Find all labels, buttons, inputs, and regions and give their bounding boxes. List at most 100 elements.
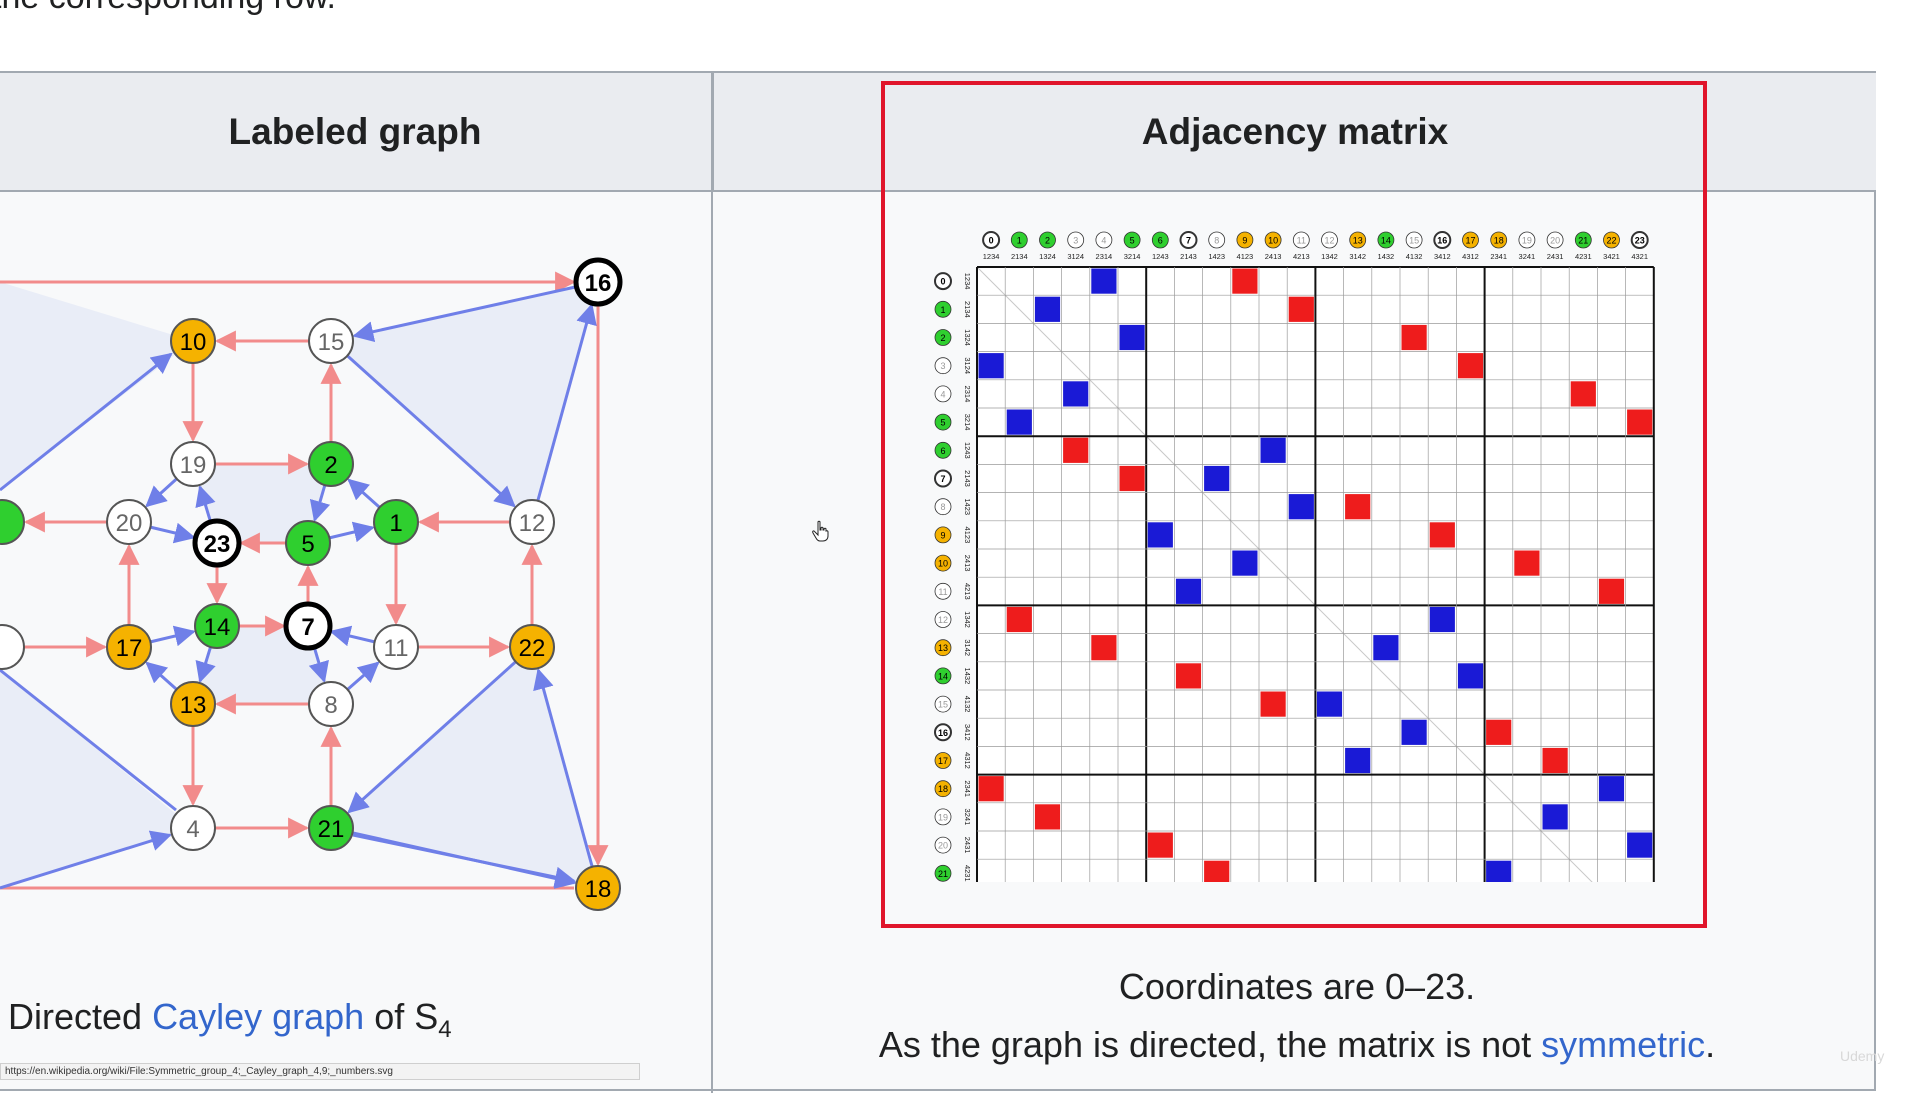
adjacency-matrix-image[interactable]: 0123412134213243312442314532146124372143… [920, 222, 1660, 882]
svg-text:4213: 4213 [1293, 252, 1310, 261]
svg-text:3142: 3142 [1349, 252, 1366, 261]
svg-text:4: 4 [1101, 236, 1106, 246]
svg-text:9: 9 [940, 530, 945, 540]
graph-edge [536, 303, 597, 502]
matrix-entry-red [1457, 353, 1484, 379]
svg-text:13: 13 [938, 643, 948, 653]
highlight-rectangle [881, 81, 1707, 928]
svg-text:19: 19 [1522, 236, 1532, 246]
watermark: Udemy [1840, 1048, 1885, 1064]
graph-edge [347, 660, 517, 814]
matrix-entry-blue [1091, 268, 1117, 294]
svg-text:14: 14 [938, 671, 948, 681]
hand-cursor-icon [812, 520, 829, 542]
graph-edge [145, 477, 178, 508]
matrix-entry-blue [1542, 804, 1568, 830]
symmetric-link[interactable]: symmetric [1541, 1024, 1706, 1065]
svg-text:3214: 3214 [1124, 252, 1141, 261]
graph-edge [150, 522, 196, 544]
matrix-entry-blue [1232, 550, 1258, 576]
svg-text:13: 13 [1353, 236, 1363, 246]
graph-node-23: 23 [192, 518, 242, 568]
svg-text:19: 19 [938, 812, 948, 822]
svg-text:3412: 3412 [1434, 252, 1451, 261]
svg-text:4312: 4312 [963, 752, 972, 769]
graph-edge [352, 833, 577, 888]
graph-edge [329, 625, 375, 647]
matrix-entry-blue [1401, 719, 1427, 745]
svg-text:11: 11 [938, 587, 947, 597]
svg-text:1243: 1243 [963, 442, 972, 459]
svg-text:2134: 2134 [963, 301, 972, 318]
svg-text:3241: 3241 [1519, 252, 1536, 261]
svg-text:4231: 4231 [963, 865, 972, 882]
matrix-entry-red [1006, 606, 1032, 633]
svg-text:2134: 2134 [1011, 252, 1028, 261]
column-divider [711, 73, 713, 1093]
svg-text:2341: 2341 [963, 780, 972, 797]
svg-text:1234: 1234 [963, 273, 972, 290]
svg-text:2431: 2431 [1547, 252, 1564, 261]
svg-text:1432: 1432 [963, 668, 972, 685]
matrix-entry-blue [1345, 747, 1371, 774]
graph-node-7: 7 [283, 601, 333, 651]
svg-text:0: 0 [989, 236, 994, 246]
matrix-entry-blue [1627, 832, 1653, 858]
svg-text:22: 22 [519, 635, 546, 662]
svg-text:3124: 3124 [1067, 252, 1084, 261]
svg-text:14: 14 [1381, 236, 1391, 246]
matrix-entry-red [1345, 494, 1371, 520]
graph-node-12: 12 [509, 499, 555, 545]
svg-text:4: 4 [186, 816, 199, 843]
matrix-column-label: 5 3214 [1123, 231, 1141, 261]
svg-text:3412: 3412 [963, 724, 972, 741]
svg-text:17: 17 [938, 756, 948, 766]
matrix-entry-red [1486, 719, 1512, 745]
svg-text:2431: 2431 [963, 837, 972, 854]
matrix-entry-red [1091, 635, 1117, 661]
svg-text:17: 17 [116, 635, 143, 662]
matrix-entry-red [1119, 465, 1145, 492]
svg-text:3124: 3124 [963, 357, 972, 374]
svg-text:10: 10 [1268, 236, 1278, 246]
graph-edge [347, 478, 381, 509]
matrix-entry-blue [1147, 522, 1173, 548]
svg-text:5: 5 [1130, 236, 1135, 246]
svg-text:3241: 3241 [963, 809, 972, 826]
graph-node-16: 16 [573, 257, 623, 307]
svg-text:1324: 1324 [963, 329, 972, 346]
graph-caption-subscript: 4 [438, 1016, 452, 1044]
svg-text:4321: 4321 [1631, 252, 1648, 261]
svg-text:2: 2 [1045, 236, 1050, 246]
matrix-grid [976, 266, 1655, 882]
matrix-entry-blue [1316, 691, 1343, 717]
graph-node-2: 2 [308, 441, 354, 487]
svg-text:4312: 4312 [1462, 252, 1479, 261]
graph-edge [0, 352, 173, 492]
svg-text:2413: 2413 [1265, 252, 1282, 261]
svg-text:19: 19 [180, 452, 207, 479]
graph-node-4: 4 [170, 805, 216, 851]
svg-text:5: 5 [301, 531, 314, 558]
matrix-row-label: 14 1432 [934, 667, 972, 685]
svg-text:2143: 2143 [963, 470, 972, 487]
cayley-graph-link[interactable]: Cayley graph [152, 996, 365, 1037]
matrix-caption-line2: As the graph is directed, the matrix is … [716, 1024, 1878, 1066]
svg-text:2143: 2143 [1180, 252, 1197, 261]
svg-text:2413: 2413 [963, 555, 972, 572]
graph-faces [0, 282, 598, 888]
graph-node-1: 1 [373, 499, 419, 545]
svg-text:8: 8 [940, 502, 945, 512]
